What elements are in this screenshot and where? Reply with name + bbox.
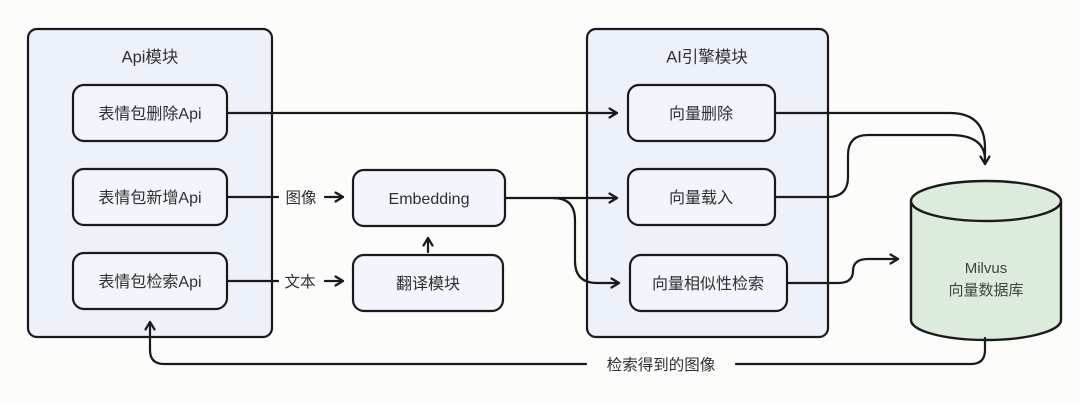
edge-label-retrieved-images: 检索得到的图像 [607, 356, 716, 374]
node-vector-load-label: 向量载入 [669, 189, 733, 207]
milvus-database-cylinder [909, 179, 1063, 342]
node-translator [351, 253, 505, 313]
edge-milvus-return-right-segment [734, 336, 987, 366]
edge-vector-search-to-milvus [785, 259, 900, 285]
node-emoji-delete-api-label: 表情包删除Api [98, 105, 201, 123]
node-translator-label: 翻译模块 [396, 275, 460, 293]
edge-milvus-return-left-segment [150, 320, 588, 366]
node-embedding-label: Embedding [389, 191, 470, 208]
node-vector-delete-label: 向量删除 [669, 105, 733, 123]
node-emoji-search-api-label: 表情包检索Api [98, 273, 201, 291]
milvus-database-name: Milvus [965, 260, 1008, 277]
node-vector-similarity-search-label: 向量相似性检索 [652, 275, 764, 293]
edge-label-text: 文本 [284, 273, 315, 291]
ai-module-title: AI引擎模块 [666, 47, 748, 66]
edge-vector-load-to-milvus [773, 133, 987, 199]
edge-vector-delete-to-milvus [773, 111, 985, 166]
node-emoji-add-api-label: 表情包新增Api [98, 189, 201, 207]
edge-embedding-to-vector-search [551, 196, 621, 283]
milvus-database-type: 向量数据库 [948, 282, 1023, 299]
api-module-title: Api模块 [122, 47, 179, 66]
edge-label-image: 图像 [285, 189, 317, 207]
